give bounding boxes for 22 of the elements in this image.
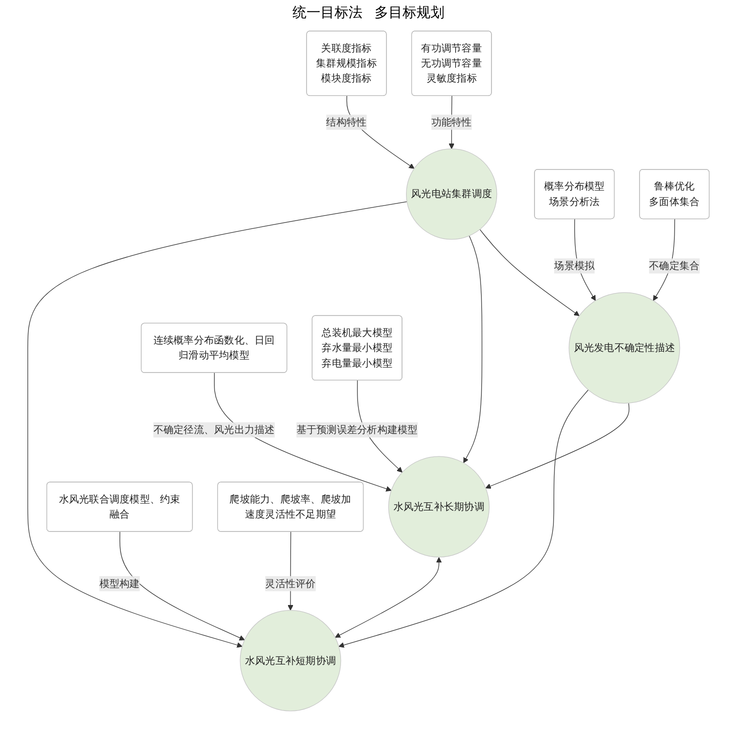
edge-label: 灵活性评价 [265,577,316,590]
edge-label: 不确定径流、风光出力描述 [153,424,275,436]
node-circle: 风光电站集群调度 [406,148,498,240]
edge-label: 结构特性 [326,116,367,128]
node-circle: 水风光互补长期协调 [388,456,490,558]
edge-label: 不确定集合 [649,260,700,272]
arrow [485,402,630,489]
edge-label: 功能特性 [431,116,472,128]
arrow [214,372,392,492]
edge-label: 模型构建 [99,577,140,590]
arrow [338,390,589,648]
edge-label: 场景模拟 [554,260,595,272]
arrow [480,229,580,316]
arrow [120,531,245,640]
edge-label: 基于预测误差分析构建模型 [296,424,418,436]
note-text: 多目标规划 [374,4,444,22]
node-circle: 水风光互补短期协调 [240,610,342,712]
note-text: 统一目标法 [292,4,362,22]
node-circle: 风光发电不确定性描述 [568,292,680,404]
arrow [463,235,482,464]
arrow [27,201,408,648]
arrow [334,557,442,638]
